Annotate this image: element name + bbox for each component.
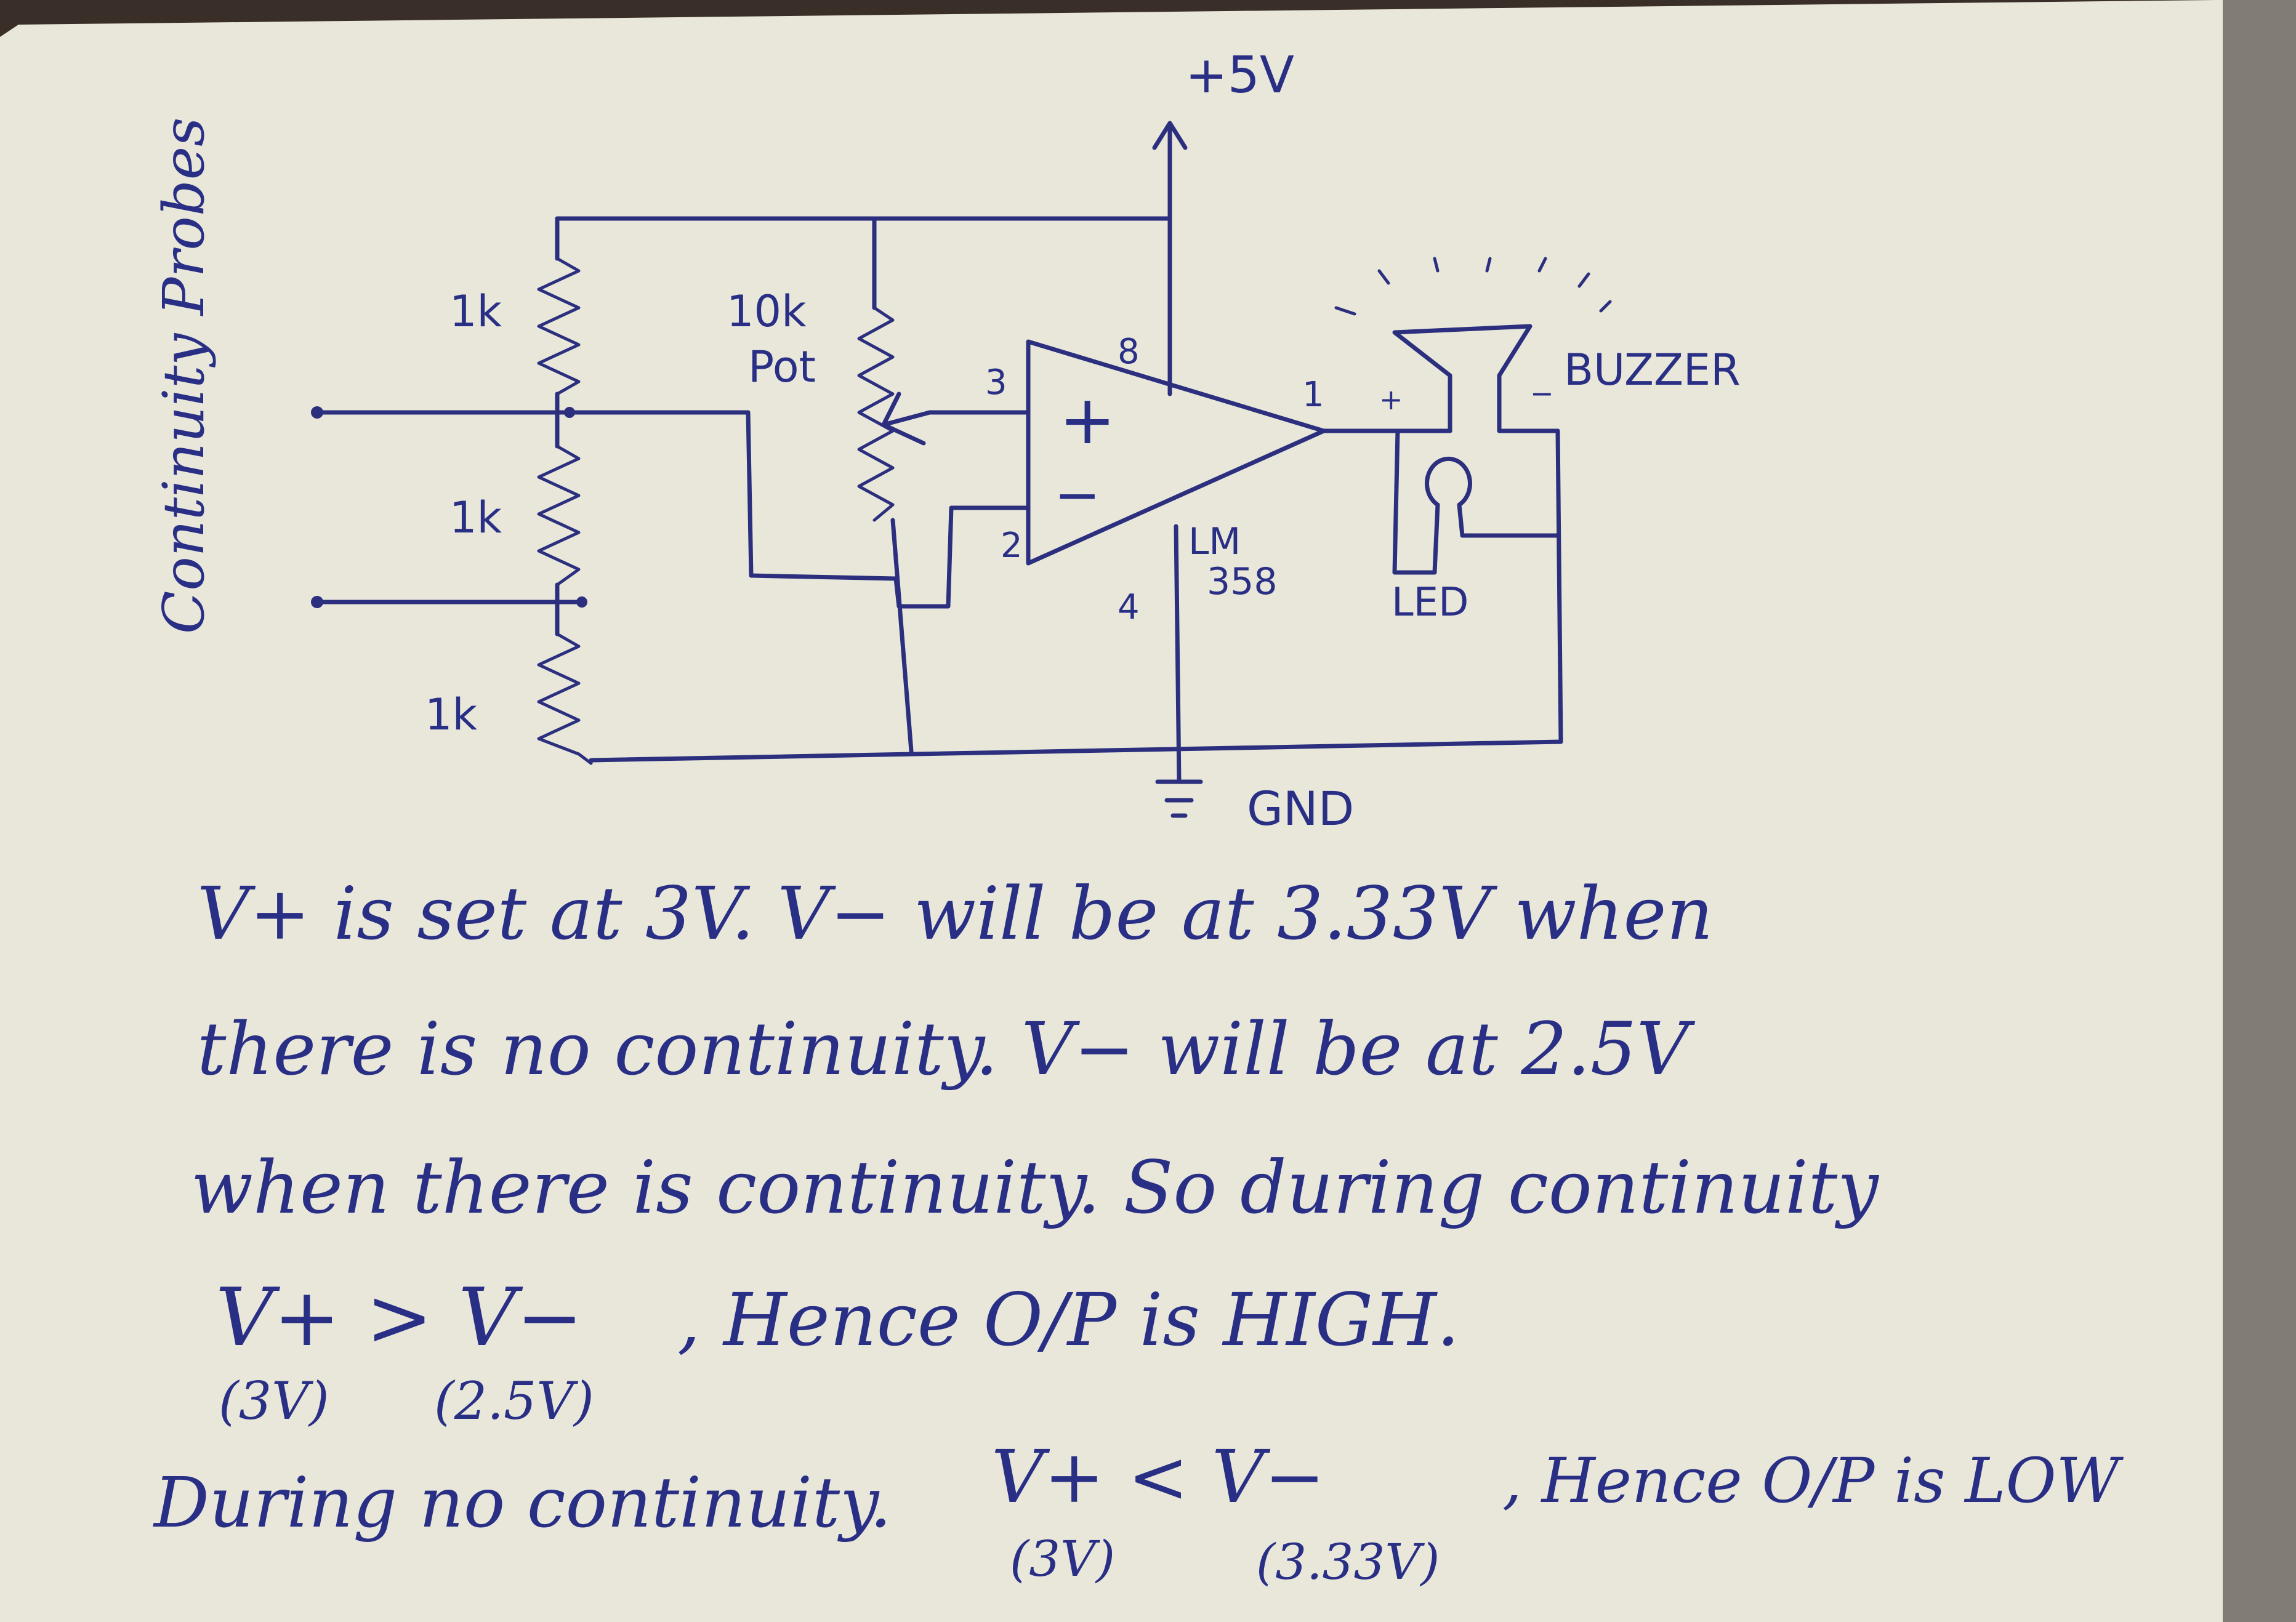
pot-resistor — [857, 306, 895, 522]
note-line-2: there is no continuity. V− will be at 2.… — [197, 1006, 1696, 1091]
pot-value-label: 10k — [727, 286, 807, 337]
pot-bottom-wire — [890, 518, 914, 753]
probes-label: Continuity Probes — [151, 118, 217, 634]
resistor-1-label: 1k — [449, 286, 502, 337]
note-line-5a: (3V) — [219, 1371, 329, 1431]
opamp-minus: − — [1054, 463, 1100, 528]
buzzer-plus: + — [1379, 383, 1403, 416]
pin-3-label: 3 — [985, 363, 1007, 403]
ground-label: GND — [1247, 781, 1354, 836]
led-label: LED — [1392, 580, 1468, 625]
pot-name-label: Pot — [748, 342, 816, 392]
junction-b — [576, 596, 587, 608]
note-line-1: V+ is set at 3V. V− will be at 3.33V whe… — [197, 871, 1713, 956]
pin4-ground-wire — [1174, 524, 1182, 784]
pin-2-label: 2 — [1001, 526, 1023, 566]
note-line-6b: V+ < V− — [991, 1434, 1325, 1519]
buzzer-label: BUZZER — [1564, 345, 1741, 395]
note-line-6a: During no continuity. — [153, 1463, 892, 1543]
note-line-5b: (2.5V) — [434, 1371, 594, 1431]
buzzer-icon — [1392, 324, 1560, 433]
opamp-plus: + — [1059, 380, 1116, 459]
opamp-triangle — [1026, 339, 1326, 566]
resistor-2 — [537, 444, 581, 605]
note-line-7a: (3V) — [1010, 1530, 1115, 1588]
resistor-1 — [537, 257, 581, 417]
resistor-2-label: 1k — [449, 492, 502, 543]
circuit-schematic: +5V + − LM 358 3 2 8 — [151, 46, 1741, 836]
opamp-name-line2: 358 — [1207, 560, 1278, 603]
ground-symbol-icon — [1155, 779, 1203, 818]
pin-4-label: 4 — [1118, 587, 1140, 627]
note-line-7b: (3.33V) — [1256, 1533, 1440, 1591]
resistor-3 — [537, 632, 593, 765]
supply-arrow-icon — [1152, 121, 1188, 150]
resistor-3-label: 1k — [425, 689, 478, 740]
supply-label: +5V — [1185, 46, 1294, 105]
pot-wiper-arrow-icon — [881, 391, 932, 446]
note-line-4b: , Hence O/P is HIGH. — [677, 1277, 1460, 1362]
pin-1-label: 1 — [1302, 375, 1324, 415]
note-line-6c: , Hence O/P is LOW — [1502, 1445, 2124, 1517]
note-line-3: when there is continuity. So during cont… — [191, 1145, 1879, 1230]
pin-8-label: 8 — [1118, 332, 1140, 372]
sound-waves-icon — [1334, 257, 1612, 316]
note-line-4a: V+ > V− — [216, 1271, 583, 1364]
buzzer-minus: − — [1530, 377, 1554, 410]
junction-a — [564, 407, 575, 418]
paper-shadow-edge — [2223, 0, 2296, 1622]
opamp-name-line1: LM — [1188, 520, 1241, 563]
explanation-notes: V+ is set at 3V. V− will be at 3.33V whe… — [153, 871, 2124, 1591]
led-icon — [1392, 428, 1560, 575]
